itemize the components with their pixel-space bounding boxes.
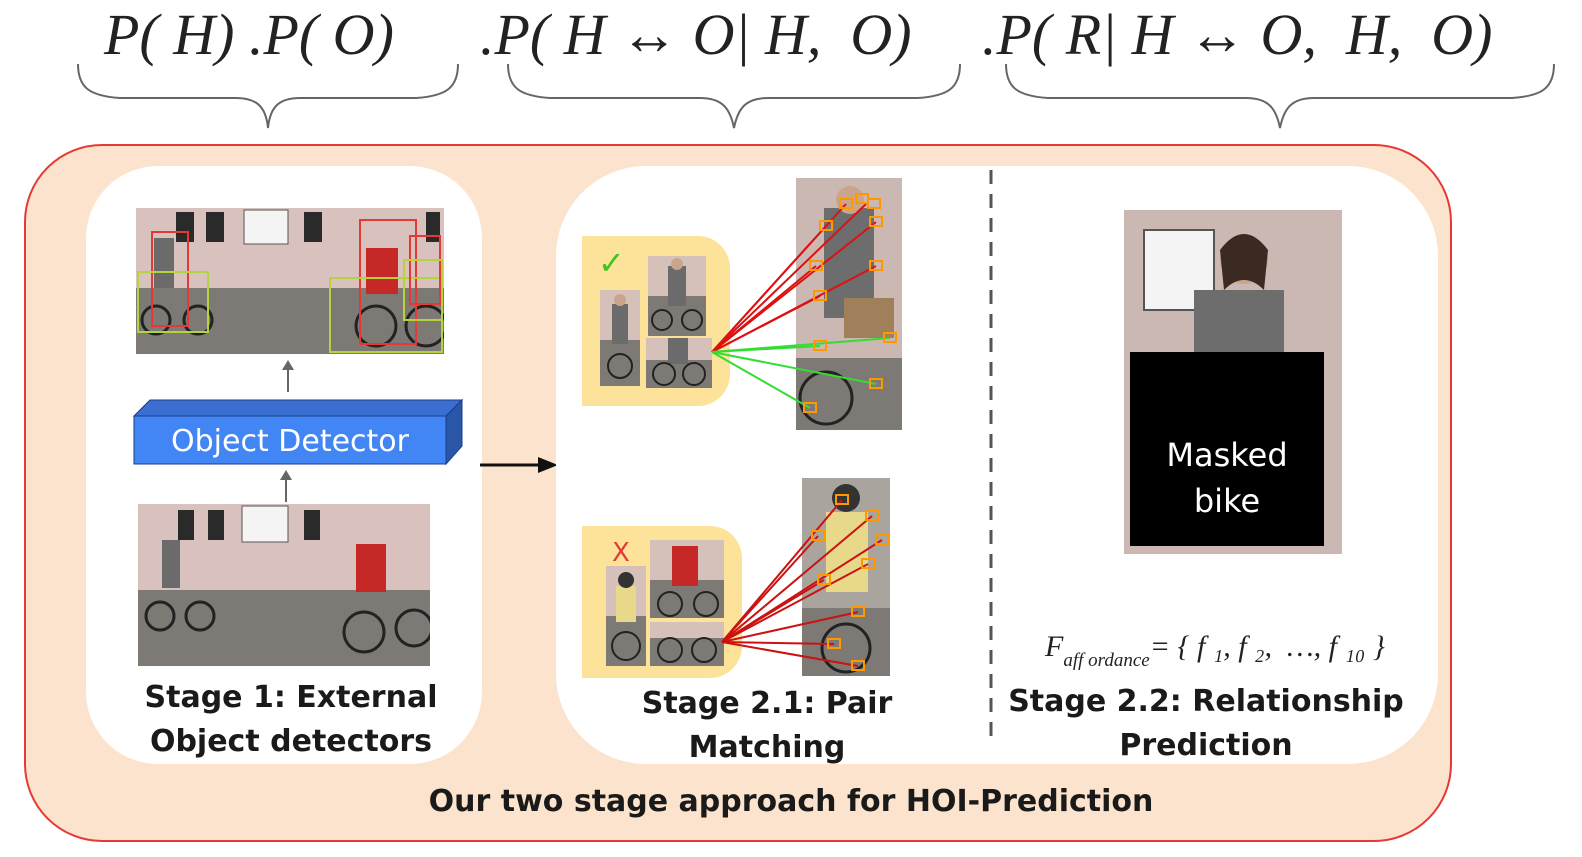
positive-keypoint-photo [796, 178, 902, 430]
equation-braces [77, 63, 1555, 129]
negative-human-crop [650, 540, 724, 618]
masked-text-line1: Masked [1166, 436, 1288, 474]
check-mark-icon: ✓ [598, 244, 625, 282]
formula-subscript: aff ordance [1063, 650, 1150, 671]
diagram-caption: Our two stage approach for HOI-Predictio… [428, 784, 1154, 819]
stage21-label-line2: Matching [688, 730, 846, 765]
arrow-up-top [282, 360, 294, 392]
object-detector-label: Object Detector [171, 424, 409, 459]
positive-union-crop [646, 338, 712, 388]
equation-term-3: .P( R| H ↔ O, H, O) [982, 2, 1493, 67]
positive-object-crop [600, 290, 640, 386]
brace-left [77, 63, 459, 129]
object-detector-block [132, 398, 464, 466]
equation-term-2: .P( H ↔ O| H, O) [480, 2, 912, 67]
arrow-up-bottom [280, 470, 292, 502]
brace-middle [507, 63, 961, 129]
masked-text-line2: bike [1193, 482, 1261, 520]
arrow-stage1-to-stage2 [480, 457, 558, 473]
formula-rhs: = { f ₁, f ₂, …, f ₁₀ } [1149, 630, 1385, 663]
affordance-formula: Faff ordance= { f ₁, f ₂, …, f ₁₀ } [1030, 596, 1385, 671]
stage22-label-line1: Stage 2.2: Relationship [1008, 684, 1404, 719]
brace-right [1005, 63, 1555, 129]
masked-bike-region: Masked bike [1130, 352, 1324, 546]
negative-union-crop [650, 622, 724, 666]
formula-f-symbol: F [1045, 630, 1064, 663]
stage1-label-line1: Stage 1: External [144, 680, 438, 715]
input-street-photo [138, 504, 430, 666]
positive-human-crop [648, 256, 706, 336]
equation-term-1: P( H) .P( O) [104, 2, 394, 67]
stage21-label-line1: Stage 2.1: Pair [641, 686, 893, 721]
cross-mark-icon: X [612, 538, 630, 568]
detected-street-photo [136, 208, 444, 354]
negative-object-crop [606, 566, 646, 666]
stage1-label-line2: Object detectors [149, 724, 433, 759]
keypoint-boxes [803, 193, 897, 671]
stage-divider [989, 170, 993, 746]
stage22-label-line2: Prediction [1119, 728, 1293, 763]
